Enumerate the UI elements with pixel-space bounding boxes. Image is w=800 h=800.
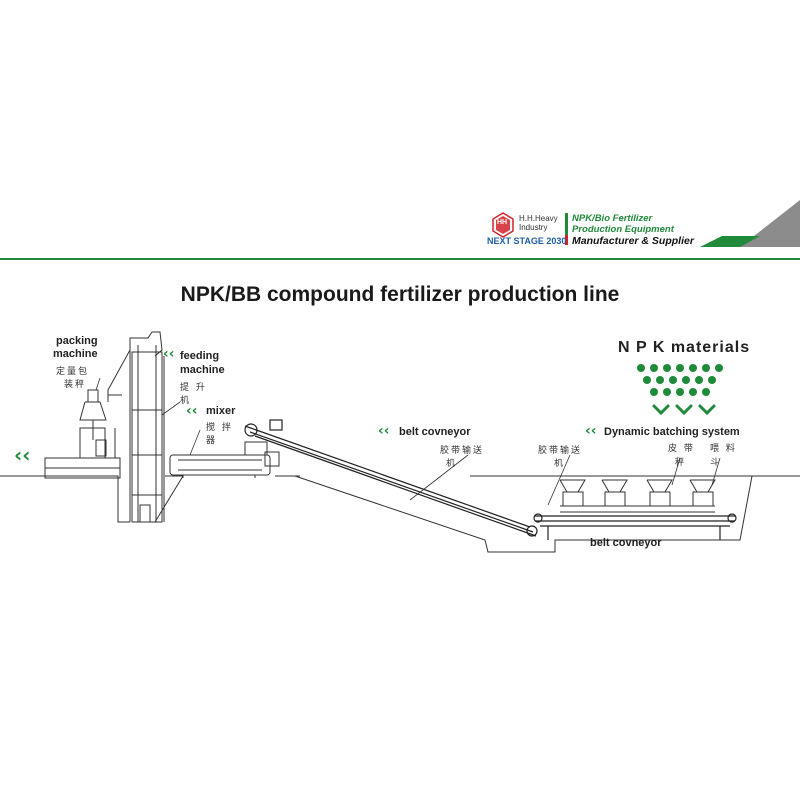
tagline-3: Manufacturer & Supplier xyxy=(572,235,694,247)
chevron-feeding-icon: ‹‹ xyxy=(163,346,175,362)
batching-hoppers xyxy=(559,479,716,513)
npk-dot-grid xyxy=(637,364,723,396)
hopper-cn-2: 斗 xyxy=(710,458,722,468)
mixer-cn-2: 器 xyxy=(206,436,218,446)
belt-scale-cn-1: 皮 带 xyxy=(668,444,695,454)
chevron-left-icon: ‹‹ xyxy=(14,443,31,467)
belt-conveyor-label-2: belt covneyor xyxy=(590,537,662,549)
feeding-label-1: feeding xyxy=(180,350,220,362)
tagline-bar-green xyxy=(565,213,568,235)
belt1-cn-1: 胶带输送 xyxy=(440,446,485,456)
mixer-cn-1: 搅 拌 xyxy=(206,423,233,433)
packing-machine xyxy=(44,389,122,479)
leader-lines xyxy=(95,377,721,506)
inclined-belt-conveyor xyxy=(244,419,538,537)
batching-label: Dynamic batching system xyxy=(604,426,740,438)
belt2-cn-1: 胶带输送 xyxy=(538,446,583,456)
tagline-2: Production Equipment xyxy=(572,224,674,235)
npk-materials-label: N P K materials xyxy=(618,339,751,356)
mixer-label: mixer xyxy=(206,405,236,417)
tagline-bar-red xyxy=(565,235,568,245)
horizontal-belt-conveyor xyxy=(533,513,737,540)
hopper-cn-1: 喂 料 xyxy=(710,444,737,454)
feeding-cn-2: 机 xyxy=(180,396,192,406)
packing-cn-1: 定量包 xyxy=(56,367,90,377)
belt-scale-cn-2: 秤 xyxy=(675,458,687,468)
npk-down-arrows xyxy=(652,404,716,416)
chevron-batching-icon: ‹‹ xyxy=(585,423,597,439)
packing-cn-2: 装秤 xyxy=(64,380,87,390)
feeding-label-2: machine xyxy=(180,364,225,376)
header-gray-band xyxy=(740,200,800,247)
belt-conveyor-label-1: belt covneyor xyxy=(399,426,471,438)
chevron-mixer-icon: ‹‹ xyxy=(186,403,198,419)
company-logo xyxy=(492,212,514,238)
packing-label-1: packing xyxy=(56,335,98,347)
bucket-elevator xyxy=(107,331,165,523)
page-title: NPK/BB compound fertilizer production li… xyxy=(180,283,620,306)
brand-company: H.H.Heavy Industry xyxy=(519,214,558,232)
tagline-1: NPK/Bio Fertilizer xyxy=(572,213,653,224)
chevron-belt-icon: ‹‹ xyxy=(378,423,390,439)
mixer xyxy=(169,441,280,478)
brand-slogan: NEXT STAGE 2030 xyxy=(487,236,567,246)
feeding-cn-1: 提 升 xyxy=(180,383,207,393)
belt1-cn-2: 机 xyxy=(446,459,458,469)
logo-text: HH xyxy=(497,219,508,226)
packing-label-2: machine xyxy=(53,348,98,360)
header-green-band xyxy=(700,236,760,247)
belt2-cn-2: 机 xyxy=(554,459,566,469)
